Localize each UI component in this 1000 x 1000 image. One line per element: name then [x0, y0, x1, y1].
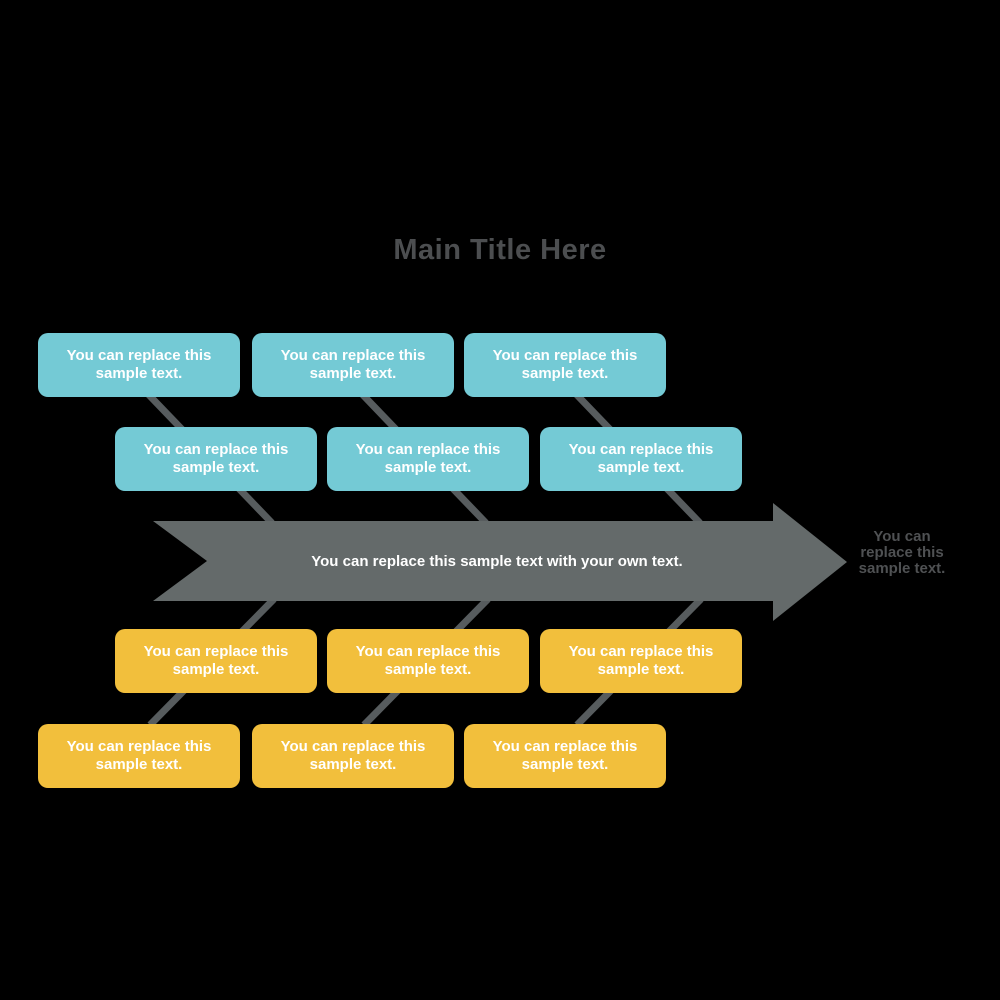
cause-box-bottom-outer-2[interactable]: You can replace this sample text.: [252, 724, 454, 788]
cause-box-bottom-inner-1[interactable]: You can replace this sample text.: [115, 629, 317, 693]
cause-box-top-inner-1[interactable]: You can replace this sample text.: [115, 427, 317, 491]
cause-box-label: You can replace this sample text.: [66, 347, 212, 382]
cause-box-label: You can replace this sample text.: [143, 441, 289, 476]
cause-box-top-inner-2[interactable]: You can replace this sample text.: [327, 427, 529, 491]
cause-box-bottom-outer-3[interactable]: You can replace this sample text.: [464, 724, 666, 788]
cause-box-label: You can replace this sample text.: [492, 738, 638, 773]
cause-box-label: You can replace this sample text.: [355, 441, 501, 476]
cause-box-label: You can replace this sample text.: [568, 643, 714, 678]
spine-arrow[interactable]: [153, 503, 847, 621]
cause-box-label: You can replace this sample text.: [280, 347, 426, 382]
spine-label[interactable]: You can replace this sample text with yo…: [311, 552, 683, 570]
cause-box-label: You can replace this sample text.: [355, 643, 501, 678]
cause-box-top-outer-2[interactable]: You can replace this sample text.: [252, 333, 454, 397]
cause-box-bottom-inner-2[interactable]: You can replace this sample text.: [327, 629, 529, 693]
cause-box-label: You can replace this sample text.: [143, 643, 289, 678]
cause-box-top-outer-3[interactable]: You can replace this sample text.: [464, 333, 666, 397]
diagram-title[interactable]: Main Title Here: [393, 234, 607, 266]
cause-box-label: You can replace this sample text.: [492, 347, 638, 382]
cause-box-top-inner-3[interactable]: You can replace this sample text.: [540, 427, 742, 491]
cause-box-label: You can replace this sample text.: [280, 738, 426, 773]
cause-box-top-outer-1[interactable]: You can replace this sample text.: [38, 333, 240, 397]
cause-box-bottom-inner-3[interactable]: You can replace this sample text.: [540, 629, 742, 693]
cause-box-bottom-outer-1[interactable]: You can replace this sample text.: [38, 724, 240, 788]
cause-box-label: You can replace this sample text.: [66, 738, 212, 773]
spine-tail-label[interactable]: You can replace this sample text.: [858, 528, 946, 577]
cause-box-label: You can replace this sample text.: [568, 441, 714, 476]
